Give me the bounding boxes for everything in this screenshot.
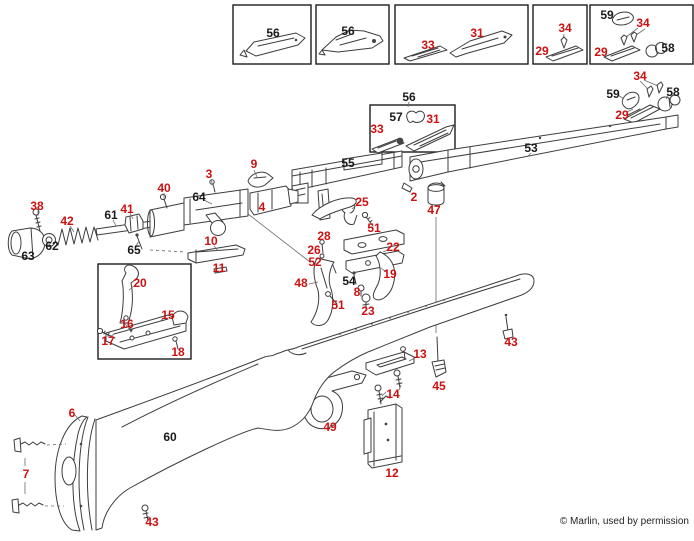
part-callout-55-19: 55 [341, 156, 355, 170]
leader-lines [37, 94, 669, 422]
pin-2-cyl-47-drawing [401, 181, 446, 333]
part-callout-57-15: 57 [389, 110, 403, 124]
bolt-group-drawing [7, 171, 311, 274]
part-callout-51-37: 51 [367, 221, 381, 235]
part-callout-15-49: 15 [161, 308, 175, 322]
part-callout-4-26: 4 [258, 200, 266, 214]
part-callout-3-23: 3 [205, 167, 213, 181]
part-callout-17-51: 17 [101, 334, 115, 348]
part-callout-34-10: 34 [633, 69, 647, 83]
part-callout-33-17: 33 [370, 122, 384, 136]
part-callout-54-44: 54 [342, 274, 356, 288]
inset-parts-59-34-29-58-drawing [603, 11, 667, 62]
part-callout-13-53: 13 [413, 347, 427, 361]
part-callout-18-52: 18 [171, 345, 185, 359]
part-callout-61-29: 61 [104, 208, 118, 222]
part-callout-19-42: 19 [383, 267, 397, 281]
part-callout-53-18: 53 [524, 141, 538, 155]
copyright-text: © Marlin, used by permission [559, 516, 689, 527]
parts-34-59-58-29-drawing [621, 79, 681, 124]
part-callout-11-35: 11 [212, 261, 226, 275]
part-callout-14-55: 14 [386, 387, 400, 401]
part-callout-58-12: 58 [666, 85, 680, 99]
part-callout-38-27: 38 [30, 199, 44, 213]
part-callout-10-34: 10 [204, 234, 218, 248]
part-callout-59-6: 59 [600, 8, 614, 22]
part-callout-23-47: 23 [361, 304, 375, 318]
inset-parts-57-31-33-drawing [371, 101, 455, 154]
part-callout-48-43: 48 [294, 276, 308, 290]
part-callout-40-22: 40 [157, 181, 171, 195]
part-callout-58-9: 58 [661, 41, 675, 55]
floorplate-screws-drawing [365, 336, 447, 405]
part-callout-25-36: 25 [355, 195, 369, 209]
part-callout-41-30: 41 [120, 202, 134, 216]
part-callout-34-4: 34 [558, 21, 572, 35]
part-callout-12-57: 12 [385, 466, 399, 480]
barrel-drawing [408, 114, 679, 182]
inset-parts-33-31-drawing [403, 30, 513, 62]
part-callout-8-45: 8 [353, 285, 361, 299]
magazine-drawing [363, 395, 403, 469]
part-callout-62-32: 62 [45, 239, 59, 253]
inset-part-56b-drawing [318, 29, 384, 56]
part-callout-45-54: 45 [432, 379, 446, 393]
part-callout-28-38: 28 [317, 229, 331, 243]
part-callout-56-1: 56 [341, 24, 355, 38]
part-callout-29-13: 29 [615, 108, 629, 122]
part-callout-64-25: 64 [192, 190, 206, 204]
part-callout-63-31: 63 [21, 249, 35, 263]
part-callout-22-41: 22 [386, 240, 400, 254]
part-callout-34-7: 34 [636, 16, 650, 30]
part-callout-56-14: 56 [402, 90, 416, 104]
part-callout-47-21: 47 [427, 203, 441, 217]
part-callout-26-39: 26 [307, 243, 321, 257]
part-callout-59-11: 59 [606, 87, 620, 101]
part-callout-49-56: 49 [323, 420, 337, 434]
hammer-box-parts-drawing [96, 264, 189, 350]
part-callout-9-24: 9 [250, 157, 258, 171]
part-callout-2-20: 2 [410, 190, 418, 204]
inset-parts-34-29-drawing [545, 33, 584, 62]
part-callout-60-60: 60 [163, 430, 177, 444]
part-callout-33-2: 33 [421, 38, 435, 52]
part-callout-43-62: 43 [504, 335, 518, 349]
trigger-group-drawing [310, 197, 405, 326]
part-callout-52-40: 52 [308, 255, 322, 269]
part-callout-31-3: 31 [470, 26, 484, 40]
part-callout-42-28: 42 [60, 214, 74, 228]
part-callout-29-5: 29 [535, 44, 549, 58]
part-callout-7-59: 7 [22, 467, 30, 481]
part-callout-20-48: 20 [133, 276, 147, 290]
part-callout-56-0: 56 [266, 26, 280, 40]
part-callout-6-58: 6 [68, 406, 76, 420]
inset-boxes [97, 4, 694, 360]
part-callout-16-50: 16 [120, 317, 134, 331]
part-callout-43-61: 43 [145, 515, 159, 529]
part-callout-51-46: 51 [331, 298, 345, 312]
buttplate-drawing [11, 415, 96, 532]
part-callout-65-33: 65 [127, 243, 141, 257]
inset-part-56a-drawing [239, 32, 306, 58]
part-callout-29-8: 29 [594, 45, 608, 59]
screws-43-drawing [141, 313, 514, 522]
stock-drawing [95, 273, 535, 531]
part-callout-31-16: 31 [426, 112, 440, 126]
